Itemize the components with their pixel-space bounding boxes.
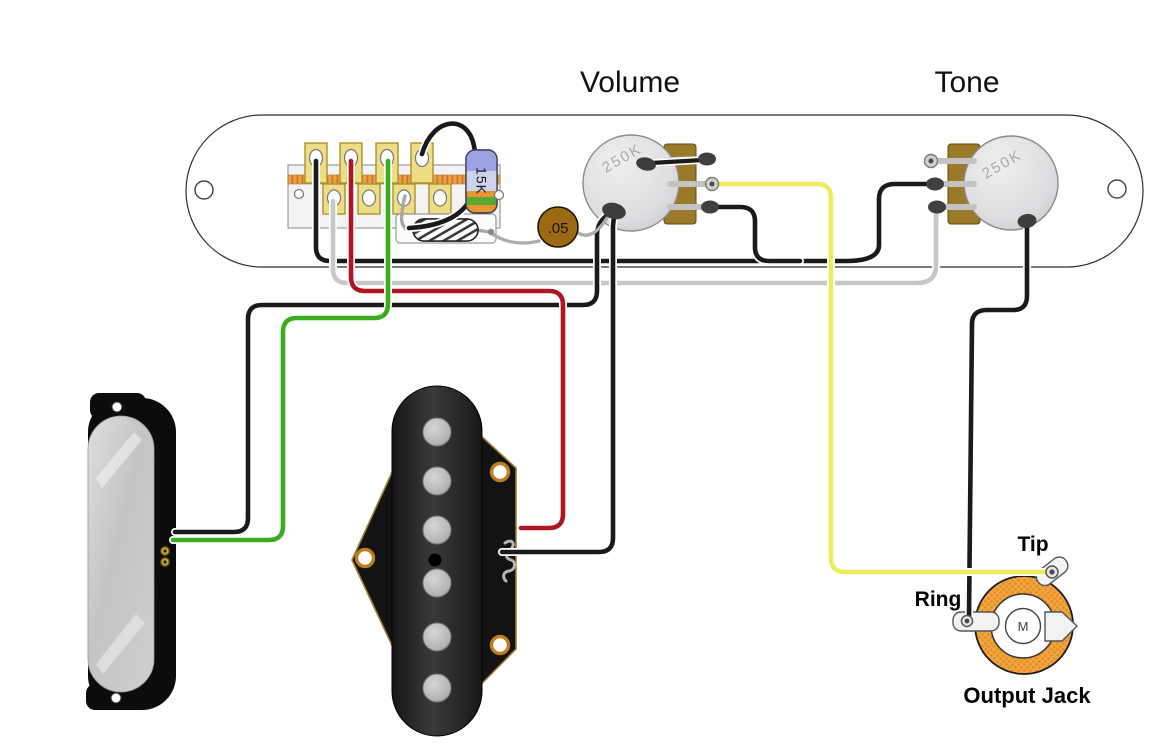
volume-casing-jumper xyxy=(650,157,704,166)
wire-volume-lug xyxy=(708,204,803,264)
output-jack-prong xyxy=(1044,611,1079,642)
bridge-pickup-clip xyxy=(502,539,517,583)
wire-neck-hot-green xyxy=(170,158,391,543)
switch-bottom-lugs xyxy=(322,183,452,215)
jack-tip-hole-center xyxy=(1049,569,1055,575)
tone-casing-solder xyxy=(1017,213,1037,229)
switch-lug xyxy=(428,183,452,215)
bridge-pickup-mount-holes xyxy=(354,461,511,656)
neck-pickup-eyelet-1-hole xyxy=(163,549,167,553)
bridge-pickup-wire-hole xyxy=(428,553,442,567)
switch-mount-hole-left xyxy=(293,188,305,200)
wire-white-switch-to-tone xyxy=(330,198,941,286)
switch-mount-hole-right xyxy=(493,189,505,201)
neck-pickup-screw-hole-bottom xyxy=(110,692,122,704)
tone-pot: 250K xyxy=(933,135,1059,231)
volume-lug1-solder xyxy=(698,152,716,166)
tone-lug3-solder xyxy=(928,200,946,214)
volume-lug3-solder xyxy=(701,200,719,214)
volume-title: Volume xyxy=(580,66,680,99)
volume-wiper-ring-hole xyxy=(709,181,715,187)
bridge-pickup-poles xyxy=(422,417,452,703)
jack-ring-hole-center xyxy=(964,618,970,624)
wire-switch-to-tone xyxy=(313,158,933,264)
pickup-selector-switch: 15K xyxy=(287,119,505,244)
capacitor-assembly: .05 xyxy=(487,206,609,248)
spring-lead-right xyxy=(475,228,491,234)
switch-spring-assembly xyxy=(395,194,497,244)
jack-tip-label: Tip xyxy=(1017,533,1048,556)
plate-screw-hole-left xyxy=(194,180,214,200)
volume-casing-solder-top xyxy=(636,157,656,171)
neck-pickup-cover xyxy=(87,415,155,693)
volume-casing-solder-bottom xyxy=(602,202,626,220)
tone-title: Tone xyxy=(934,66,999,99)
neck-cover-glint-top xyxy=(96,432,142,488)
output-jack-center-mark: M xyxy=(1018,619,1029,634)
plate-screw-hole-right xyxy=(1107,179,1127,199)
wire-output-yellow xyxy=(714,181,1052,575)
output-jack-title: Output Jack xyxy=(963,683,1091,708)
resistor-15k: 15K xyxy=(465,149,498,214)
output-jack-ring-lug xyxy=(952,611,1000,632)
capacitor-value: .05 xyxy=(548,220,569,237)
capacitor-05 xyxy=(537,206,579,248)
bridge-pickup xyxy=(351,385,517,737)
tone-lug2-solder xyxy=(926,177,944,191)
neck-pickup xyxy=(86,393,176,710)
neck-pickup-eyelet-2-hole xyxy=(163,560,167,564)
resistor-band-label xyxy=(466,171,497,191)
capacitor-lead-right xyxy=(574,216,609,237)
wire-tone-to-jack-casing xyxy=(965,222,1031,620)
resistor-value: 15K xyxy=(474,167,490,195)
diagram-labels: Volume Tone Tip Ring Output Jack xyxy=(580,66,1091,708)
wire-tone-to-jack xyxy=(966,223,1030,619)
tone-open-ring-hole xyxy=(928,158,934,164)
neck-pickup-screw-hole-top xyxy=(111,401,123,413)
solder-joints xyxy=(602,152,1059,628)
switch-lug xyxy=(357,183,381,215)
output-jack-bore xyxy=(1004,607,1042,645)
resistor-band-green xyxy=(466,197,497,205)
neck-cover-glint-bottom xyxy=(96,614,145,674)
wire-bridge-ground xyxy=(499,213,617,555)
jack-ring-label: Ring xyxy=(915,588,962,611)
resistor-band-blue xyxy=(466,150,497,171)
wire-bridge-hot-red xyxy=(348,158,566,531)
capacitor-lead-left xyxy=(489,231,541,245)
spring-lead-solder xyxy=(487,228,495,236)
